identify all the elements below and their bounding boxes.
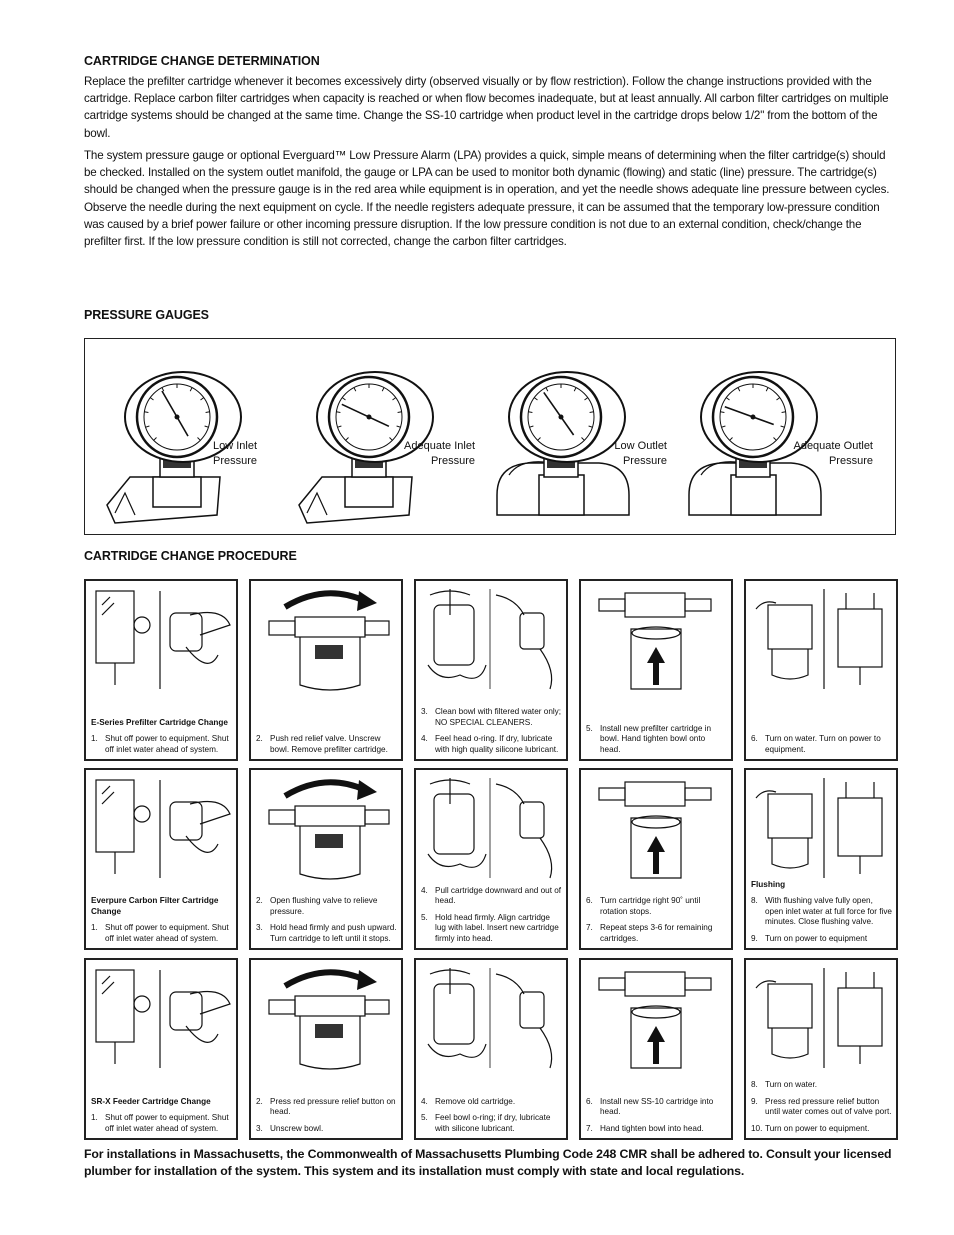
procedure-title: Flushing — [751, 879, 786, 889]
procedure-illustration — [755, 589, 883, 689]
procedure-caption: Everpure Carbon Filter Cartridge Change 1… — [91, 896, 232, 944]
procedure-panel: 6.Install new SS-10 cartridge into head.… — [579, 958, 733, 1140]
procedure-illustration — [427, 778, 553, 879]
procedure-caption: 6.Turn on water. Turn on power to equipm… — [751, 734, 892, 755]
pressure-gauge-illustration — [106, 371, 242, 524]
procedure-illustration — [427, 589, 553, 690]
procedure-illustration — [598, 971, 712, 1069]
procedure-illustration — [95, 779, 231, 878]
procedure-panel: Everpure Carbon Filter Cartridge Change 1… — [84, 768, 238, 950]
procedure-step: 6.Install new SS-10 cartridge into head. — [586, 1096, 714, 1117]
procedure-title: SR-X Feeder Cartridge Change — [91, 1096, 211, 1106]
procedure-step: 5.Install new prefilter cartridge in bow… — [586, 723, 712, 754]
procedure-caption: 5.Install new prefilter cartridge in bow… — [586, 724, 727, 755]
procedure-step: 1.Shut off power to equipment. Shut off … — [91, 1113, 229, 1133]
procedure-step: 3.Hold head firmly and push upward. Turn… — [256, 923, 397, 943]
procedure-panel: 2.Push red relief valve. Unscrew bowl. R… — [249, 579, 403, 761]
procedure-step: 2.Press red pressure relief button on he… — [256, 1096, 396, 1117]
paragraph-pressure-gauge: The system pressure gauge or optional Ev… — [84, 149, 890, 249]
procedure-illustration — [755, 778, 883, 878]
procedure-step: 9.Press red pressure relief button until… — [751, 1096, 892, 1117]
procedure-panel: 2.Open flushing valve to relieve pressur… — [249, 768, 403, 950]
procedure-illustration — [95, 590, 231, 689]
section-heading-change-determination: CARTRIDGE CHANGE DETERMINATION — [84, 54, 320, 68]
procedure-panel: 4.Pull cartridge downward and out of hea… — [414, 768, 568, 950]
paragraph-prefilter: Replace the prefilter cartridge whenever… — [84, 75, 889, 140]
procedure-step: 6.Turn on water. Turn on power to equipm… — [751, 734, 881, 754]
procedure-step: 1.Shut off power to equipment. Shut off … — [91, 923, 229, 943]
procedure-caption: 3.Clean bowl with filtered water only; N… — [421, 707, 562, 755]
procedure-panel: 6.Turn cartridge right 90˚ until rotatio… — [579, 768, 733, 950]
procedure-panel: 5.Install new prefilter cartridge in bow… — [579, 579, 733, 761]
procedure-illustration — [755, 968, 883, 1068]
procedure-caption: 2.Open flushing valve to relieve pressur… — [256, 896, 397, 944]
pressure-gauge-illustration — [496, 371, 630, 516]
procedure-step: 7.Hand tighten bowl into head. — [586, 1123, 704, 1133]
procedure-step: 5.Hold head firmly. Align cartridge lug … — [421, 912, 559, 943]
procedure-caption: 6.Install new SS-10 cartridge into head.… — [586, 1097, 727, 1134]
procedure-panel: 2.Press red pressure relief button on he… — [249, 958, 403, 1140]
section-heading-pressure-gauges: PRESSURE GAUGES — [84, 308, 209, 322]
procedure-panel: SR-X Feeder Cartridge Change 1.Shut off p… — [84, 958, 238, 1140]
procedure-step: 3.Clean bowl with filtered water only; N… — [421, 707, 562, 727]
procedure-panel: Flushing 8.With flushing valve fully open… — [744, 768, 898, 950]
procedure-caption: SR-X Feeder Cartridge Change 1.Shut off p… — [91, 1097, 232, 1134]
procedure-panel: 8.Turn on water. 9.Press red pressure rel… — [744, 958, 898, 1140]
pressure-gauge-illustration — [688, 371, 822, 516]
procedure-step: 8.Turn on water. — [751, 1080, 818, 1090]
procedure-panel: E-Series Prefilter Cartridge Change 1.Shu… — [84, 579, 238, 761]
procedure-caption: 4.Remove old cartridge. 5.Feel bowl o-rin… — [421, 1097, 562, 1134]
procedure-step: 2.Open flushing valve to relieve pressur… — [256, 896, 378, 916]
procedure-step: 4.Feel head o-ring. If dry, lubricate wi… — [421, 734, 559, 754]
procedure-illustration — [268, 590, 390, 691]
procedure-title: Everpure Carbon Filter Cartridge Change — [91, 896, 219, 916]
procedure-step: 5.Feel bowl o-ring; if dry, lubricate wi… — [421, 1113, 551, 1133]
procedure-caption: 4.Pull cartridge downward and out of hea… — [421, 886, 562, 944]
procedure-title: E-Series Prefilter Cartridge Change — [91, 717, 228, 727]
procedure-step: 8.With flushing valve fully open, open i… — [751, 896, 892, 927]
procedure-step: 6.Turn cartridge right 90˚ until rotatio… — [586, 896, 701, 916]
procedure-illustration — [268, 779, 390, 880]
procedure-caption: 6.Turn cartridge right 90˚ until rotatio… — [586, 896, 727, 944]
procedure-illustration — [268, 969, 390, 1070]
procedure-illustration — [598, 781, 712, 879]
massachusetts-notice: For installations in Massachusetts, the … — [84, 1147, 892, 1178]
procedure-caption: E-Series Prefilter Cartridge Change 1.Shu… — [91, 718, 232, 755]
procedure-panel: 3.Clean bowl with filtered water only; N… — [414, 579, 568, 761]
pressure-gauge-illustration — [298, 371, 434, 524]
procedure-step: 7.Repeat steps 3-6 for remaining cartrid… — [586, 923, 713, 943]
procedure-panel: 4.Remove old cartridge. 5.Feel bowl o-rin… — [414, 958, 568, 1140]
procedure-illustration — [598, 592, 712, 690]
procedure-caption: 2.Push red relief valve. Unscrew bowl. R… — [256, 734, 397, 755]
procedure-panel: 6.Turn on water. Turn on power to equipm… — [744, 579, 898, 761]
procedure-step: 4.Remove old cartridge. — [421, 1096, 516, 1106]
procedure-step: 10.Turn on power to equipment. — [751, 1123, 870, 1133]
procedure-step: 9.Turn on power to equipment — [751, 933, 868, 943]
procedure-caption: Flushing 8.With flushing valve fully open… — [751, 880, 892, 944]
procedure-step: 1.Shut off power to equipment. Shut off … — [91, 734, 229, 754]
procedure-illustration — [95, 969, 231, 1068]
section-heading-change-procedure: CARTRIDGE CHANGE PROCEDURE — [84, 549, 297, 563]
procedure-step: 2.Push red relief valve. Unscrew bowl. R… — [256, 734, 388, 754]
procedure-caption: 8.Turn on water. 9.Press red pressure rel… — [751, 1080, 892, 1134]
procedure-caption: 2.Press red pressure relief button on he… — [256, 1097, 397, 1134]
procedure-illustration — [427, 968, 553, 1069]
procedure-step: 3.Unscrew bowl. — [256, 1123, 324, 1133]
procedure-step: 4.Pull cartridge downward and out of hea… — [421, 885, 562, 906]
